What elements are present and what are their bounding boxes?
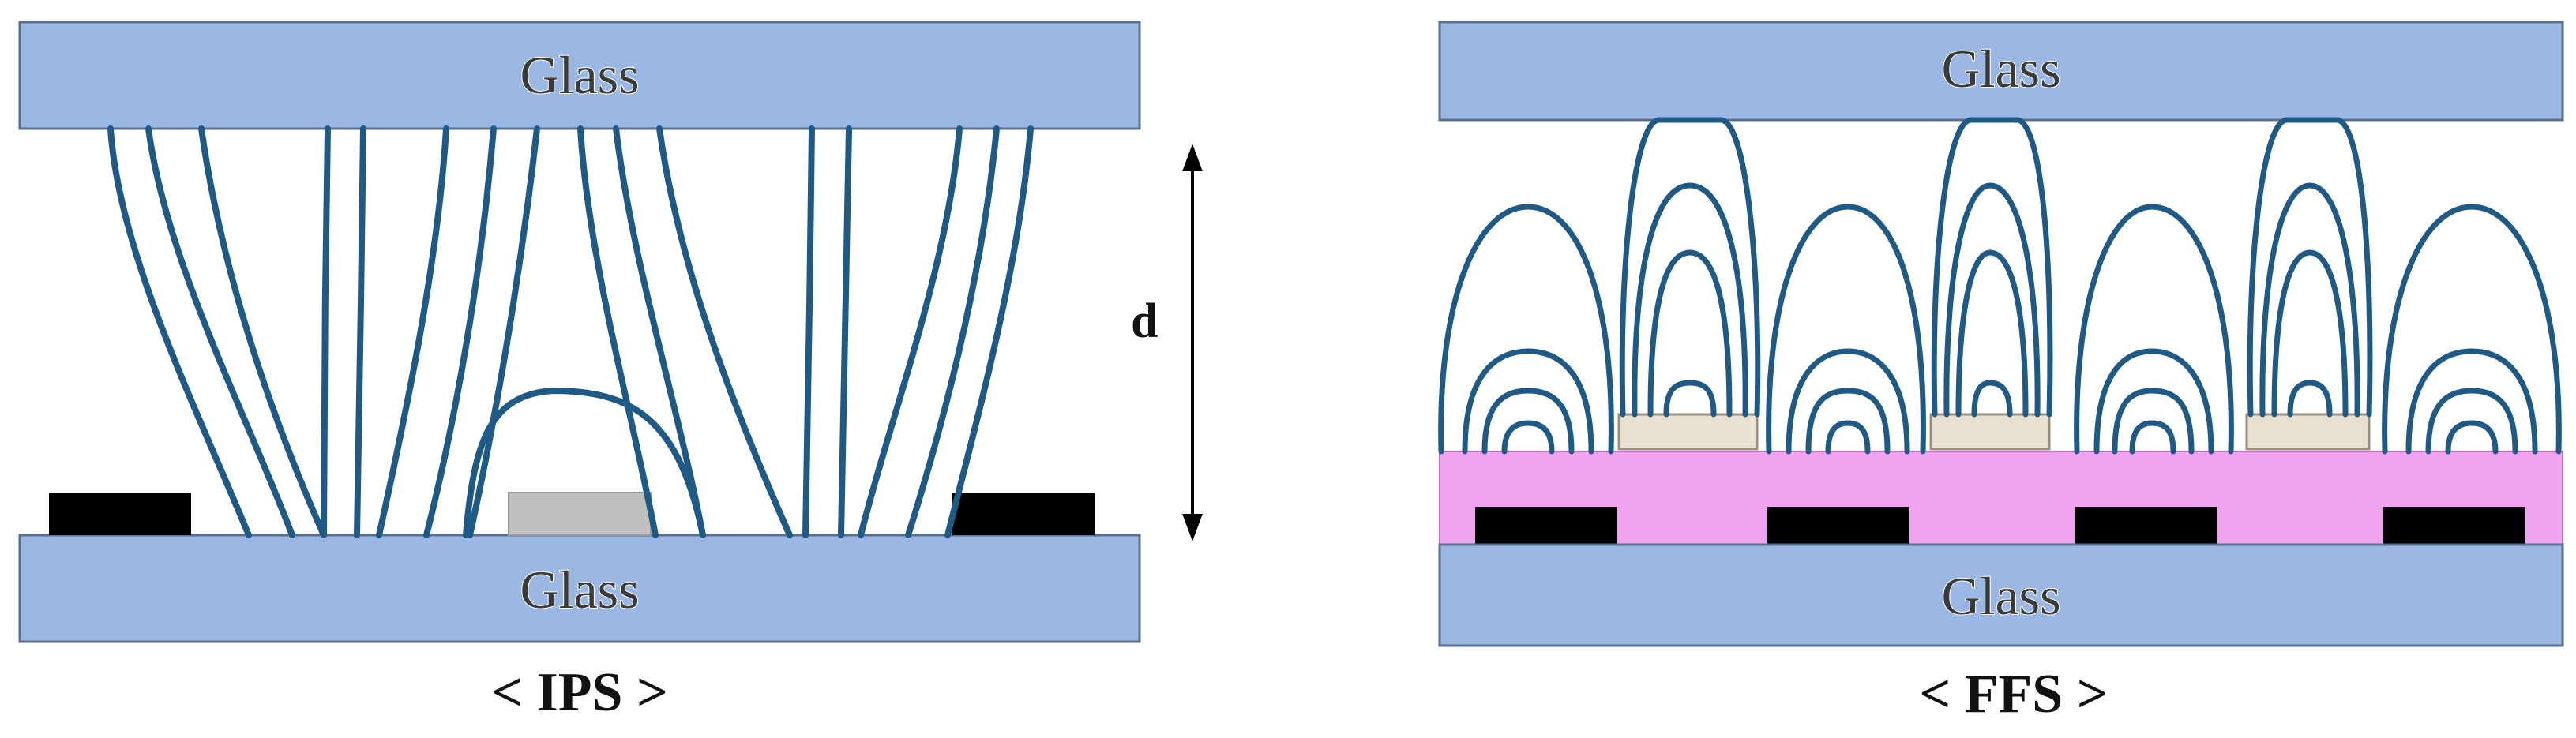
ffs-field-arch: [1619, 117, 1761, 418]
ffs-common-electrode: [2075, 507, 2217, 546]
ffs-field-arch: [2259, 182, 2360, 418]
ips-field-line: [613, 125, 706, 538]
ffs-field-arch: [1632, 182, 1748, 418]
ips-field-line: [577, 125, 659, 538]
ffs-field-arch: [1805, 388, 1891, 455]
ffs-field-arch: [1766, 204, 1926, 455]
ffs-insulator-layer: [1439, 451, 2563, 545]
ips-field-line: [376, 125, 449, 538]
ffs-field-arch: [1647, 249, 1733, 418]
ffs-field-arch: [2271, 249, 2349, 418]
ffs-field-arch: [2287, 380, 2333, 418]
ffs-top-glass-label: Glass: [1941, 39, 2060, 99]
ips-diagram: Glass Glass: [18, 21, 1203, 643]
ffs-field-arch: [1931, 117, 2053, 418]
ffs-field-arch: [1481, 388, 1575, 455]
ips-field-line: [321, 125, 331, 538]
ips-field-arch: [463, 387, 706, 538]
ffs-field-arch: [2112, 388, 2195, 455]
ips-electrode-right: [952, 493, 1095, 535]
ips-top-glass-label: Glass: [520, 45, 639, 105]
ffs-field-arch: [2445, 420, 2499, 455]
ffs-field-arch: [2129, 420, 2176, 455]
ffs-field-lines: [1438, 117, 2562, 455]
ips-field-line: [656, 125, 793, 538]
ffs-field-arch: [1501, 420, 1555, 455]
ips-gap-arrow: [1182, 144, 1203, 541]
ffs-field-arch: [1971, 380, 2013, 418]
ffs-field-arch: [1943, 182, 2041, 418]
ips-field-line: [858, 125, 963, 538]
ffs-top-glass: Glass: [1438, 21, 2564, 122]
ffs-common-electrode: [2383, 507, 2525, 546]
ips-electrode-center: [508, 492, 652, 536]
ips-panel: Glass Glass: [0, 0, 1203, 738]
ffs-pixel-electrode: [2245, 413, 2371, 451]
ips-field-line: [905, 125, 1000, 538]
ffs-field-arch: [2093, 348, 2214, 455]
ffs-panel: Glass Glass: [1421, 0, 2576, 738]
ips-gap-label: d: [1131, 294, 1158, 348]
ffs-field-arch: [2247, 117, 2373, 418]
ips-field-lines: [107, 125, 1034, 538]
ffs-field-arch: [1438, 204, 1614, 455]
ffs-field-arch: [2074, 204, 2234, 455]
ffs-field-arch: [2425, 388, 2518, 455]
ips-field-line: [198, 125, 327, 538]
ffs-field-arch: [1955, 249, 2029, 418]
ffs-bottom-glass-label: Glass: [1941, 566, 2060, 626]
ffs-field-arch: [1462, 348, 1594, 455]
ips-field-line: [802, 125, 815, 538]
ffs-field-arch: [1663, 380, 1717, 418]
ips-field-line: [467, 125, 540, 538]
ips-electrode-left: [49, 493, 191, 535]
ffs-pixel-electrode: [1617, 413, 1759, 451]
ffs-field-arch: [1825, 420, 1871, 455]
ips-field-line: [944, 125, 1034, 538]
ffs-bottom-glass: Glass: [1438, 543, 2564, 647]
ips-field-line: [145, 125, 295, 538]
ips-bottom-glass: Glass: [18, 534, 1141, 643]
ffs-field-arch: [2405, 348, 2538, 455]
ffs-caption: < FFS >: [1919, 664, 2108, 725]
ips-field-line: [107, 125, 252, 538]
ffs-common-electrode: [1475, 507, 1617, 546]
ffs-field-arch: [1786, 348, 1910, 455]
ips-field-line: [838, 125, 852, 538]
ffs-pixel-electrode: [1929, 413, 2051, 451]
ips-bottom-glass-label: Glass: [520, 560, 639, 620]
ffs-diagram: Glass Glass: [1438, 21, 2564, 647]
ffs-field-arch: [2382, 204, 2562, 455]
ips-caption: < IPS >: [491, 662, 668, 723]
ffs-common-electrode: [1767, 507, 1909, 546]
ips-field-line: [354, 125, 366, 538]
ips-field-line: [423, 125, 497, 538]
ips-top-glass: Glass: [18, 21, 1141, 130]
